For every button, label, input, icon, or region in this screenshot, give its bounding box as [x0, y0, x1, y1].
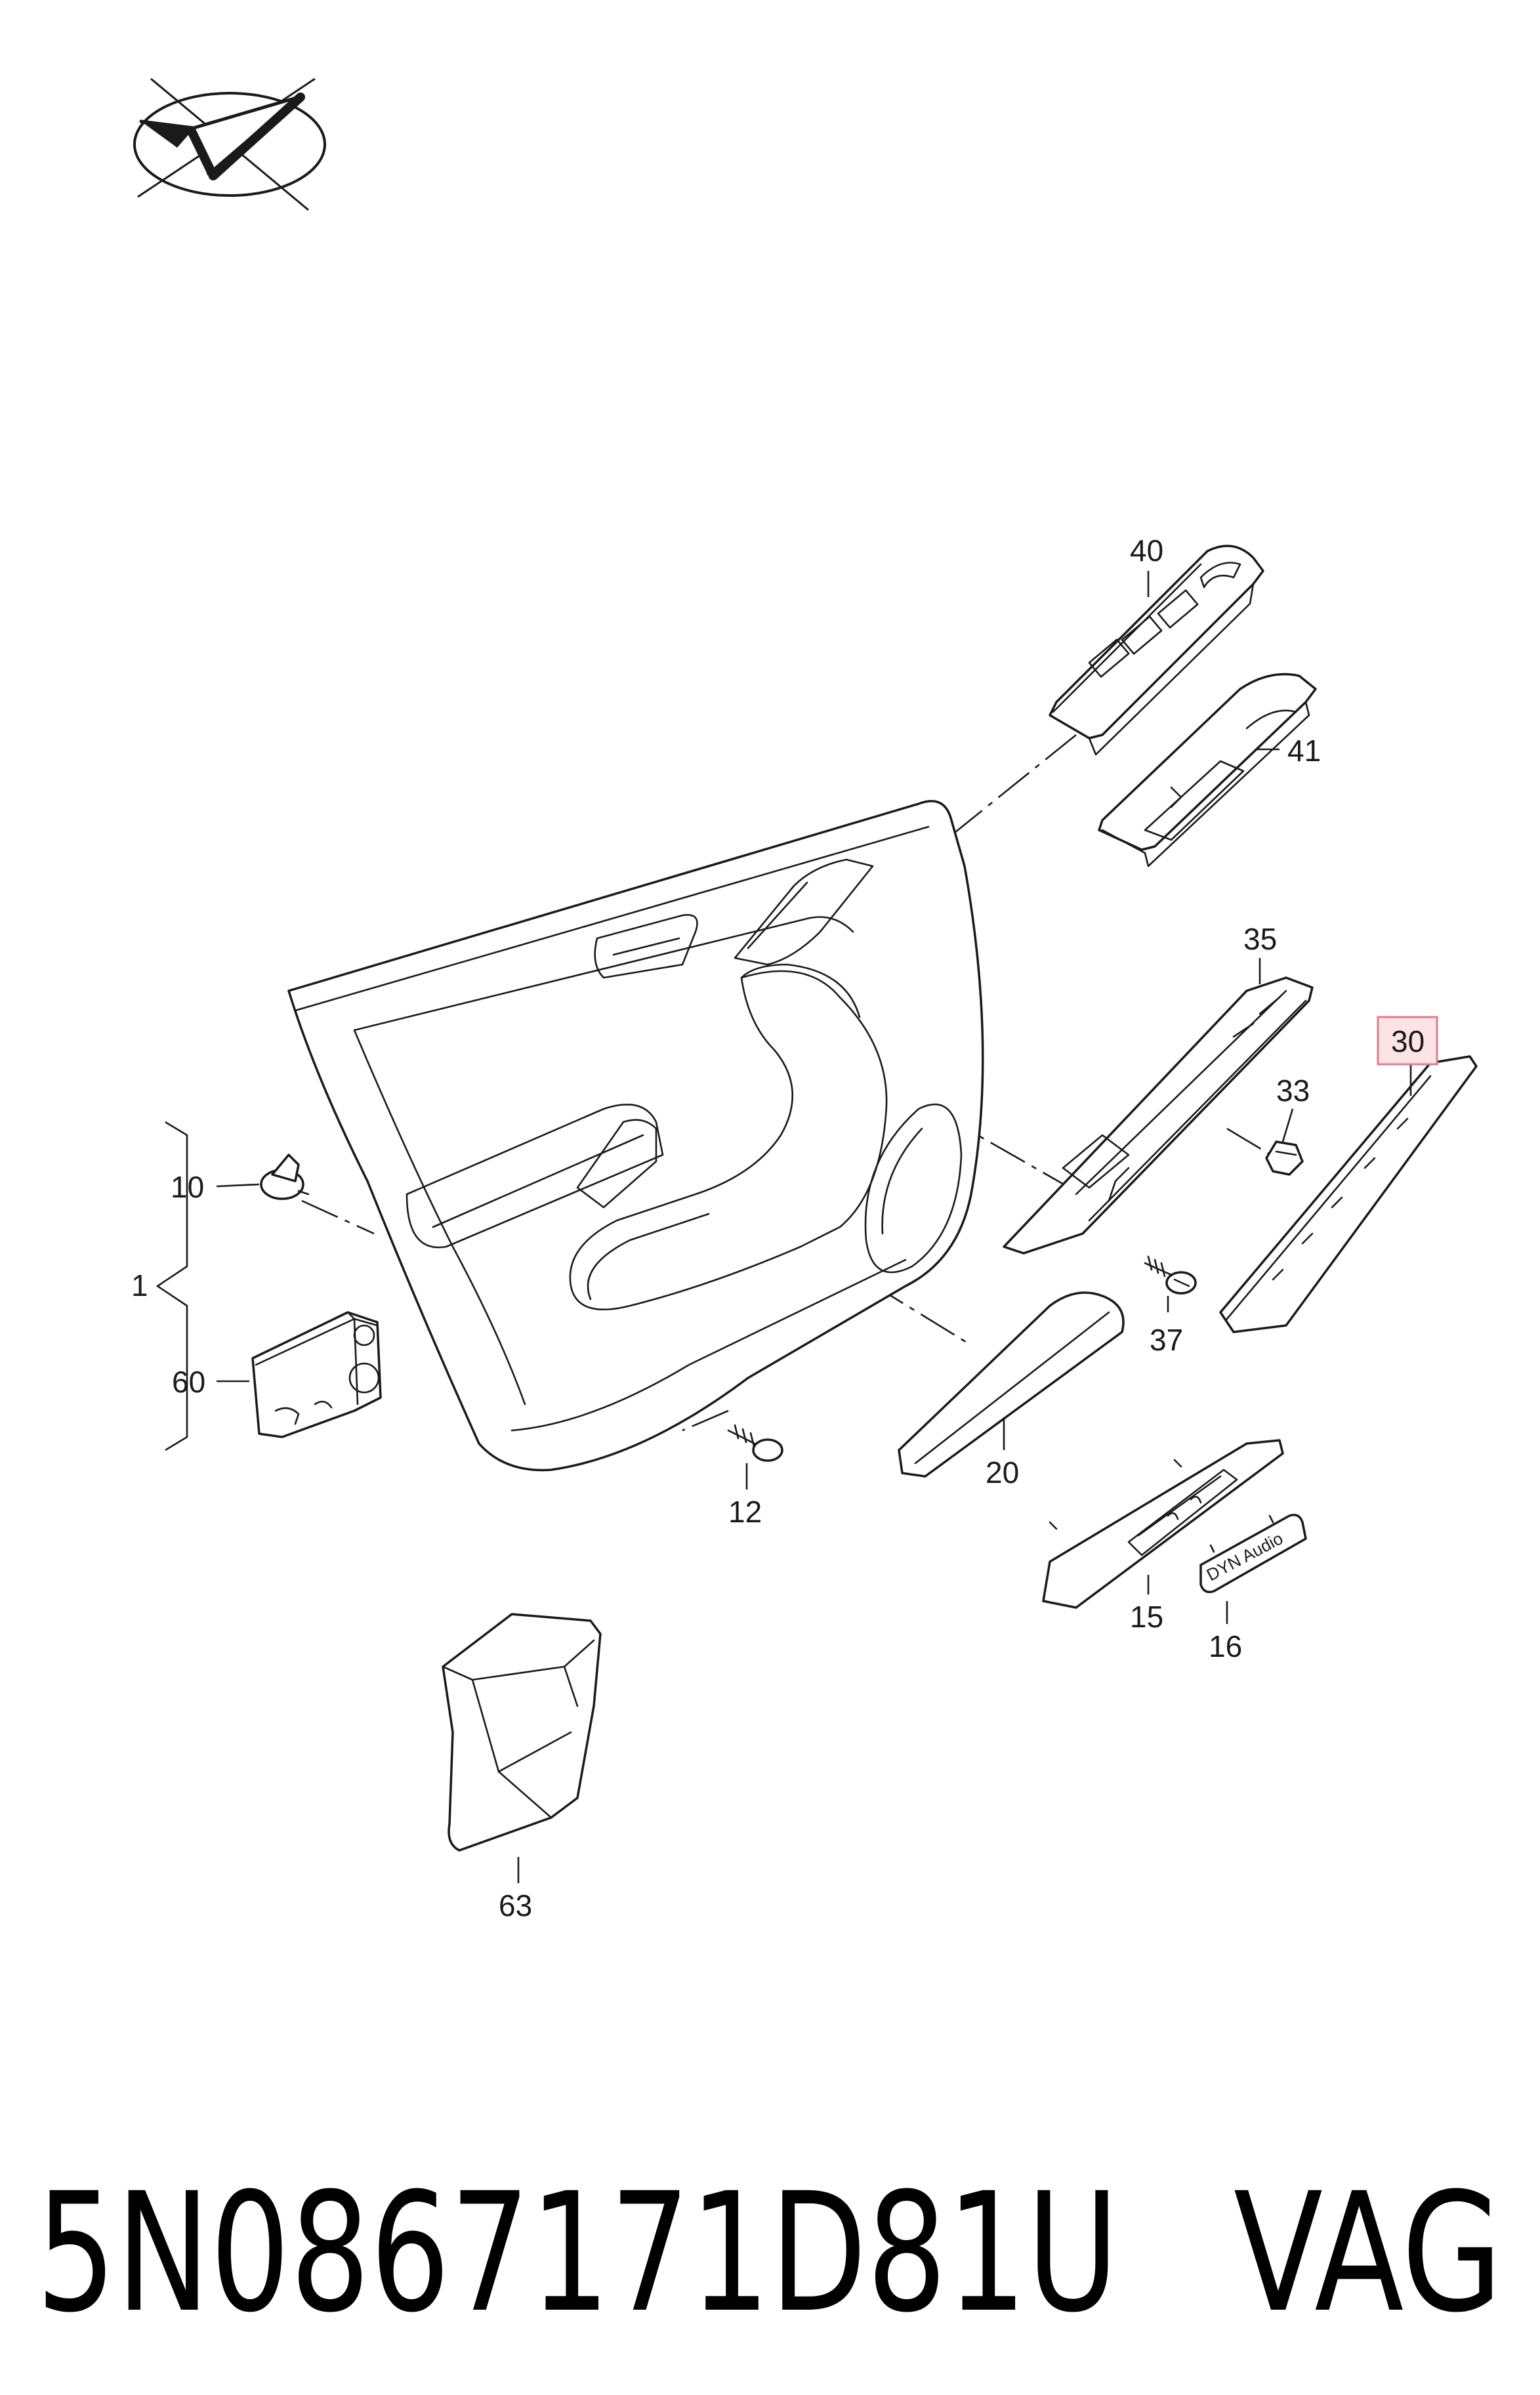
brand-label: VAG [1234, 2157, 1503, 2348]
callout-16: 16 [1209, 1629, 1242, 1663]
window-switch-frame-41 [1098, 673, 1317, 867]
callout-33: 33 [1276, 1073, 1310, 1108]
callout-60: 60 [172, 1365, 205, 1399]
callouts: 1 10 60 12 15 16 20 30 33 35 37 40 41 63 [131, 533, 1425, 1923]
leader-lines [156, 571, 1412, 1883]
callout-15: 15 [1130, 1600, 1163, 1634]
callout-35: 35 [1243, 922, 1277, 956]
decor-strip-30 [1219, 1055, 1478, 1333]
trim-strip-35 [1003, 976, 1314, 1255]
check-arrow-logo-icon [133, 77, 326, 211]
callout-10: 10 [171, 1170, 204, 1204]
callout-41: 41 [1287, 734, 1321, 768]
screw-12 [727, 1424, 783, 1462]
callout-63: 63 [499, 1888, 532, 1923]
rivet-10 [260, 1154, 310, 1200]
part-number: 5N0867171D81U [36, 2157, 1119, 2348]
callout-30: 30 [1391, 1024, 1425, 1058]
switch-cover-15 [1042, 1439, 1284, 1609]
callout-12: 12 [728, 1495, 762, 1529]
window-switch-frame-40 [1049, 545, 1264, 756]
callout-20: 20 [986, 1455, 1019, 1489]
screw-37 [1144, 1255, 1197, 1295]
trim-strip-20 [898, 1291, 1125, 1478]
clip-33 [1265, 1140, 1304, 1176]
dyn-audio-badge-16: DYN Audio [1199, 1514, 1307, 1593]
foam-block-60 [251, 1311, 382, 1438]
callout-37: 37 [1150, 1323, 1183, 1357]
insulation-pad-63 [442, 1613, 602, 1852]
door-trim-panel [287, 800, 984, 1472]
callout-30-highlight [1377, 1016, 1438, 1066]
callout-1: 1 [131, 1268, 148, 1302]
callout-40: 40 [1130, 533, 1163, 568]
